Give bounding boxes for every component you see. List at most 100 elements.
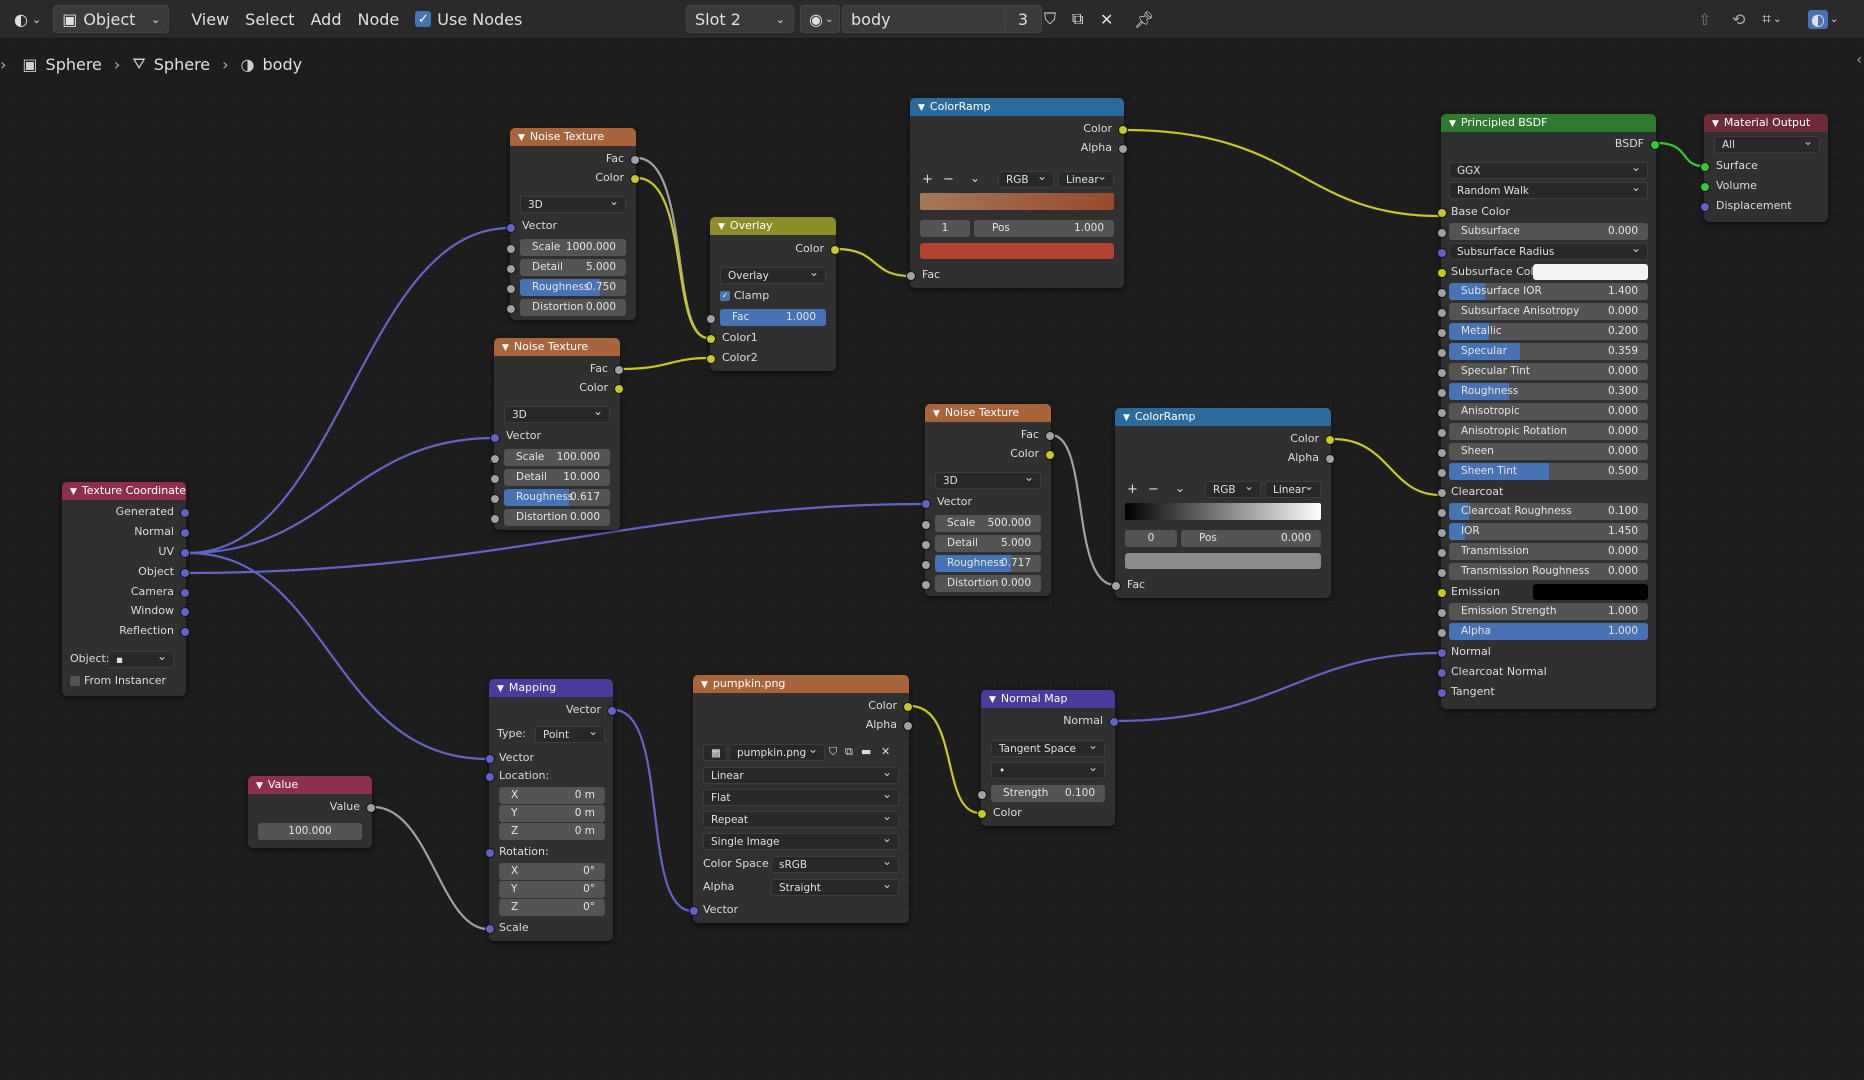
menu-view[interactable]: View — [191, 9, 230, 29]
stop-index-field[interactable]: 1 — [920, 220, 970, 237]
socket-transmission-roughness-in[interactable] — [1437, 568, 1447, 578]
socket-distortion-in[interactable] — [490, 514, 500, 524]
ramp-menu-chevron-icon[interactable]: ⌄ — [970, 171, 981, 185]
object-mode-dropdown[interactable]: ▣ Object ⌄ — [53, 5, 170, 33]
blend-mode-dropdown[interactable]: Overlay — [720, 267, 826, 284]
socket-window-out[interactable] — [180, 607, 190, 617]
node-header[interactable]: ▼Noise Texture — [510, 128, 636, 146]
color-mode-dropdown[interactable]: RGB — [1205, 481, 1261, 498]
color-ramp-node-2[interactable]: ▼ColorRamp Color Alpha + − ⌄ RGB Linear … — [1111, 408, 1335, 598]
socket-uv-out[interactable] — [180, 548, 190, 558]
collapse-chevron-icon[interactable]: ▼ — [70, 487, 77, 497]
color-mode-dropdown[interactable]: RGB — [998, 171, 1054, 188]
target-dropdown[interactable]: All — [1714, 136, 1820, 153]
socket-fac-in[interactable] — [706, 314, 716, 324]
socket-subsurface-radius-in[interactable] — [1437, 248, 1447, 258]
interpolation-dropdown[interactable]: Linear — [1265, 481, 1321, 498]
mapping-node[interactable]: ▼Mapping Vector Type: Point Vector Locat… — [485, 679, 617, 941]
extension-dropdown[interactable]: Repeat — [703, 811, 899, 828]
socket-specular-in[interactable] — [1437, 348, 1447, 358]
collapse-chevron-icon[interactable]: ▼ — [718, 222, 725, 232]
subsurface-color-swatch[interactable] — [1533, 264, 1648, 280]
normal-map-node[interactable]: ▼Normal Map Normal Tangent Space • Stren… — [977, 690, 1119, 826]
color-ramp-gradient[interactable] — [1125, 503, 1321, 520]
socket-fac-out[interactable] — [630, 155, 640, 165]
collapse-chevron-icon[interactable]: ▼ — [933, 409, 940, 419]
snapping-icon[interactable]: ⟲ — [1732, 9, 1746, 29]
socket-emission-in[interactable] — [1437, 588, 1447, 598]
stop-index-field[interactable]: 0 — [1125, 530, 1177, 547]
socket-vector-in[interactable] — [689, 906, 699, 916]
socket-location-in[interactable] — [485, 772, 495, 782]
sidebar-collapse-chevron-icon[interactable]: ‹ — [1856, 52, 1862, 68]
socket-color-out[interactable] — [903, 702, 913, 712]
socket-clearcoat-in[interactable] — [1437, 488, 1447, 498]
socket-subsurface-in[interactable] — [1437, 228, 1447, 238]
source-dropdown[interactable]: Single Image — [703, 833, 899, 850]
socket-anisotropic-in[interactable] — [1437, 408, 1447, 418]
node-header[interactable]: ▼Value — [248, 776, 372, 794]
image-texture-node[interactable]: ▼pumpkin.png Color Alpha ▩ pumpkin.png ⛉… — [689, 675, 913, 923]
unlink-material-close-icon[interactable]: ✕ — [1100, 9, 1114, 29]
socket-fac-in[interactable] — [906, 271, 916, 281]
menu-node[interactable]: Node — [357, 9, 400, 29]
socket-surface-in[interactable] — [1700, 162, 1710, 172]
socket-color1-in[interactable] — [706, 334, 716, 344]
collapse-chevron-icon[interactable]: ▼ — [989, 695, 996, 705]
subsurface-radius-dropdown[interactable]: Subsurface Radius — [1449, 243, 1648, 260]
socket-scale-in[interactable] — [485, 924, 495, 934]
add-stop-plus-icon[interactable]: + — [922, 172, 933, 187]
socket-color-out[interactable] — [1118, 125, 1128, 135]
remove-stop-minus-icon[interactable]: − — [1148, 482, 1159, 497]
node-header[interactable]: ▼Noise Texture — [925, 404, 1051, 422]
socket-normal-out[interactable] — [180, 528, 190, 538]
editor-type-button[interactable]: ◐⌄ — [14, 9, 42, 29]
socket-ior-in[interactable] — [1437, 528, 1447, 538]
value-node[interactable]: ▼Value Value 100.000 — [248, 776, 376, 848]
socket-detail-in[interactable] — [921, 540, 931, 550]
socket-emission-strength-in[interactable] — [1437, 608, 1447, 618]
socket-scale-in[interactable] — [921, 520, 931, 530]
remove-stop-minus-icon[interactable]: − — [943, 172, 954, 187]
socket-vector-in[interactable] — [506, 223, 516, 233]
socket-color-out[interactable] — [1325, 435, 1335, 445]
menu-select[interactable]: Select — [245, 9, 295, 29]
socket-specular-tint-in[interactable] — [1437, 368, 1447, 378]
socket-base-color-in[interactable] — [1437, 208, 1447, 218]
material-name-field[interactable]: body — [842, 5, 1016, 33]
interpolation-dropdown[interactable]: Linear — [703, 767, 899, 784]
duplicate-material-icon[interactable]: ⧉ — [1072, 9, 1084, 28]
uv-map-field[interactable]: • — [991, 762, 1105, 779]
overlays-icon[interactable]: ◐⌄ — [1800, 6, 1846, 32]
slot-dropdown[interactable]: Slot 2 ⌄ — [686, 5, 794, 33]
node-header[interactable]: ▼ColorRamp — [1115, 408, 1331, 426]
node-header[interactable]: ▼Principled BSDF — [1441, 114, 1656, 132]
node-header[interactable]: ▼pumpkin.png — [693, 675, 909, 693]
socket-color-out[interactable] — [1045, 450, 1055, 460]
image-browse-icon[interactable]: ▩ — [703, 744, 727, 761]
collapse-chevron-icon[interactable]: ▼ — [497, 684, 504, 694]
duplicate-image-icon[interactable]: ⧉ — [845, 745, 853, 758]
socket-detail-in[interactable] — [490, 474, 500, 484]
